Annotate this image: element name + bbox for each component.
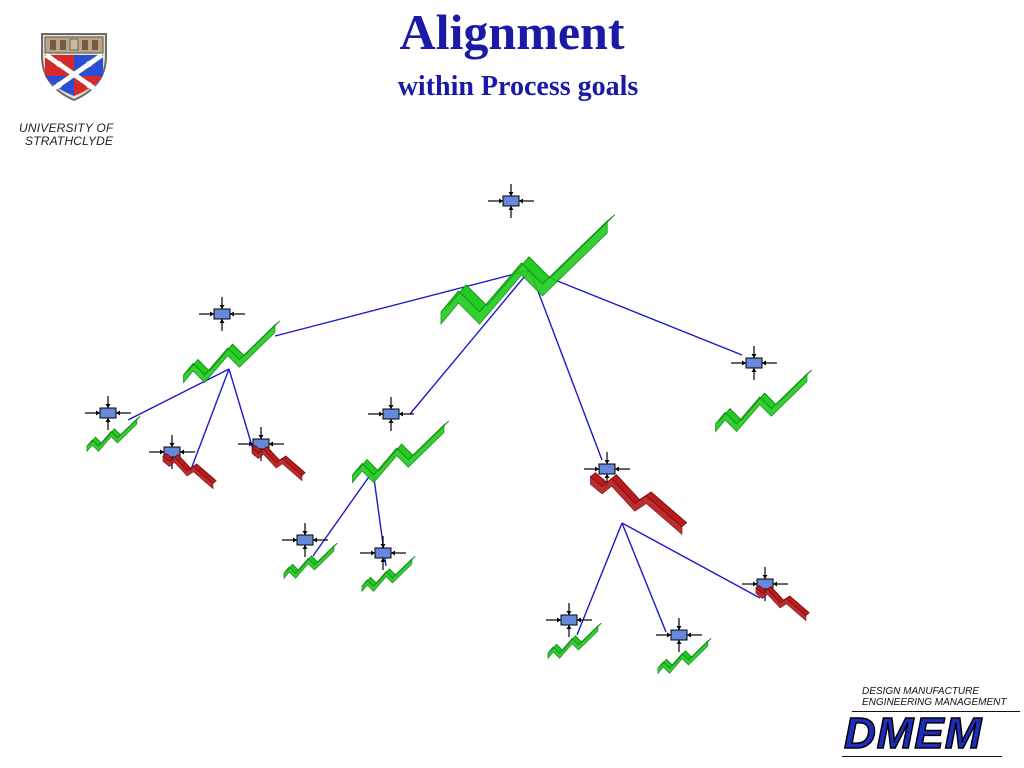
aligned-trend-icon bbox=[352, 420, 450, 484]
misaligned-trend-icon bbox=[589, 472, 688, 536]
university-crest-logo bbox=[41, 33, 107, 102]
control-box-icon bbox=[199, 297, 245, 331]
control-box-icon bbox=[282, 523, 328, 557]
misaligned-trend-icon bbox=[251, 444, 306, 482]
tree-node-C3 bbox=[742, 567, 810, 622]
misaligned-trend-icon bbox=[755, 584, 810, 622]
department-name-line1: DESIGN MANUFACTURE bbox=[862, 686, 980, 697]
control-box-icon bbox=[85, 396, 131, 430]
tree-link-A-A3 bbox=[228, 368, 256, 457]
page-title: Alignment bbox=[399, 4, 625, 60]
tree-node-A1 bbox=[85, 396, 141, 453]
tree-node-C bbox=[584, 452, 688, 536]
control-box-icon bbox=[360, 536, 406, 570]
aligned-trend-icon bbox=[440, 214, 616, 326]
tree-link-C-C1 bbox=[576, 522, 623, 636]
university-name-line2: STRATHCLYDE bbox=[25, 134, 114, 148]
aligned-trend-icon bbox=[657, 637, 712, 675]
department-logo-block: DESIGN MANUFACTURE ENGINEERING MANAGEMEN… bbox=[842, 686, 1022, 757]
department-divider-top bbox=[852, 711, 1020, 712]
department-divider-bottom bbox=[842, 756, 1002, 757]
tree-node-C1 bbox=[546, 603, 602, 660]
tree-link-root-C bbox=[529, 269, 603, 461]
aligned-trend-icon bbox=[361, 555, 416, 593]
tree-node-B bbox=[352, 397, 450, 484]
tree-link-root-A bbox=[274, 269, 531, 337]
control-box-icon bbox=[368, 397, 414, 431]
tree-node-C2 bbox=[656, 618, 712, 675]
tree-node-B1 bbox=[282, 523, 338, 580]
tree-nodes bbox=[85, 184, 813, 675]
tree-node-A2 bbox=[149, 435, 217, 490]
tree-link-A-A1 bbox=[127, 368, 230, 421]
control-box-icon bbox=[731, 346, 777, 380]
control-box-icon bbox=[656, 618, 702, 652]
tree-link-C-C3 bbox=[621, 522, 761, 599]
tree-link-root-B bbox=[409, 269, 531, 415]
aligned-trend-icon bbox=[86, 415, 141, 453]
tree-link-root-D bbox=[529, 269, 743, 356]
dmem-logo: DMEM bbox=[843, 709, 983, 758]
tree-node-A bbox=[183, 297, 281, 384]
tree-link-B-B1 bbox=[312, 470, 374, 557]
tree-links bbox=[127, 269, 761, 636]
misaligned-trend-icon bbox=[162, 452, 217, 490]
department-name-line2: ENGINEERING MANAGEMENT bbox=[862, 697, 1007, 708]
tree-link-A-A2 bbox=[189, 368, 230, 473]
tree-link-C-C2 bbox=[621, 522, 667, 633]
university-name: UNIVERSITY OF STRATHCLYDE bbox=[19, 122, 129, 148]
aligned-trend-icon bbox=[283, 542, 338, 580]
control-box-icon bbox=[546, 603, 592, 637]
tree-node-A3 bbox=[238, 427, 306, 482]
aligned-trend-icon bbox=[183, 320, 281, 384]
aligned-trend-icon bbox=[715, 369, 813, 433]
control-box-icon bbox=[584, 452, 630, 486]
page-subtitle: within Process goals bbox=[397, 71, 639, 102]
tree-node-root bbox=[440, 184, 616, 326]
tree-node-D bbox=[715, 346, 813, 433]
university-name-line1: UNIVERSITY OF bbox=[19, 121, 114, 135]
control-box-icon bbox=[149, 435, 195, 469]
control-box-icon bbox=[488, 184, 534, 218]
aligned-trend-icon bbox=[547, 622, 602, 660]
tree-node-B2 bbox=[360, 536, 416, 593]
